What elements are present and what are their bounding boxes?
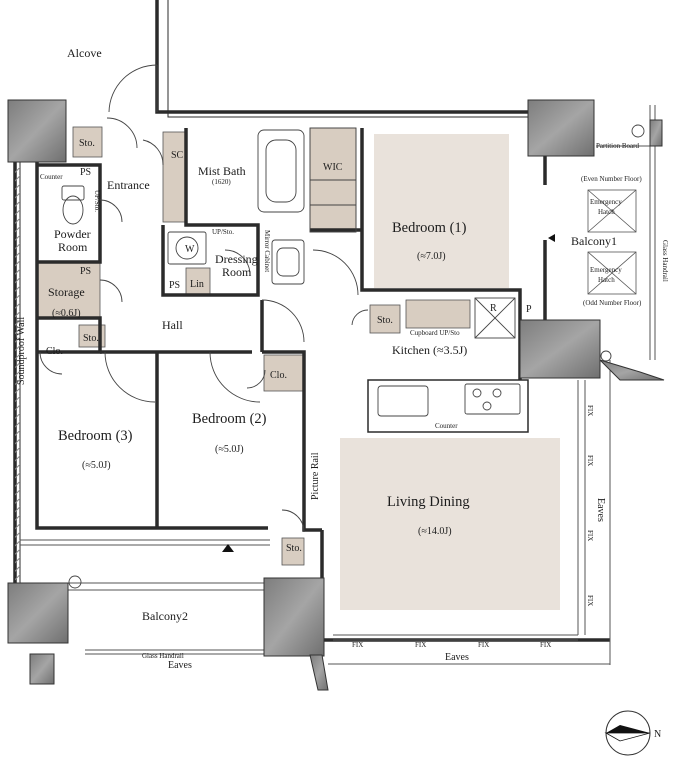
powder-room-label-2: Room [58, 240, 88, 254]
odd-floor-label: (Odd Number Floor) [583, 299, 642, 307]
ps-label-1: PS [80, 167, 91, 178]
fix-label-6: FIX [586, 455, 594, 466]
partition-board-label: Partition Board [596, 142, 639, 150]
north-label: N [654, 729, 661, 740]
fix-label-8: FIX [586, 595, 594, 606]
bedroom1-area-fill [374, 134, 509, 288]
clo-label-1: Clo. [46, 346, 63, 357]
lin-label: Lin [190, 279, 204, 290]
hall-label: Hall [162, 318, 183, 332]
living-dining-label: Living Dining [387, 494, 470, 510]
eaves-label-3: Eaves [595, 498, 606, 522]
cupboard-label: Cupboard UP/Sto [410, 329, 460, 337]
balcony1-label: Balcony1 [571, 234, 617, 248]
p-label: P [526, 304, 532, 315]
dressing-room-label-2: Room [222, 265, 252, 279]
storage-fills [37, 126, 471, 566]
fix-label-5: FIX [586, 405, 594, 416]
counter-label-1: Counter [40, 173, 63, 181]
mist-bath-size: (1620) [212, 178, 231, 186]
up-sto-label-1: UP/Sto. [93, 190, 101, 212]
picture-rail-label: Picture Rail [310, 452, 321, 500]
living-dining-area-fill [340, 438, 560, 610]
glass-handrail-label-1: Glass Handrail [661, 240, 669, 282]
structural-columns [7, 99, 665, 691]
fix-label-2: FIX [415, 641, 426, 649]
balcony2-label: Balcony2 [142, 609, 188, 623]
eaves-label-2: Eaves [445, 652, 469, 663]
balcony2-arrow-icon [222, 544, 234, 552]
bedroom2-area: (≈5.0J) [215, 444, 244, 455]
counter-label-2: Counter [435, 422, 458, 430]
sto-label-2: Sto. [83, 333, 99, 344]
exterior-lines [20, 105, 656, 665]
bedroom2-label: Bedroom (2) [192, 411, 267, 427]
hatch-label-2: Hatch [598, 276, 615, 284]
mist-bath-label: Mist Bath [198, 164, 246, 178]
w-label: W [185, 244, 195, 255]
even-floor-label: (Even Number Floor) [581, 175, 642, 183]
soundproof-wall-hatch [15, 165, 20, 583]
door-swings [39, 64, 369, 533]
r-label: R [490, 303, 497, 314]
fix-label-1: FIX [352, 641, 363, 649]
entrance-arrow-icon [548, 234, 555, 242]
mirror-cabinet-label: Mirror Cabinet [263, 230, 271, 272]
glass-handrail-label-2: Glass Handrail [142, 652, 184, 660]
storage-area: (≈0.6J) [52, 308, 81, 319]
ps-label-2: PS [80, 266, 91, 277]
fix-label-7: FIX [586, 530, 594, 541]
wic-label: WIC [323, 162, 343, 173]
emergency-label-2: Emergency [590, 266, 622, 274]
fix-label-4: FIX [540, 641, 551, 649]
north-compass-icon: N [604, 710, 661, 756]
bedroom1-label: Bedroom (1) [392, 220, 467, 236]
ps-label-3: PS [169, 280, 180, 291]
eaves-label-1: Eaves [168, 660, 192, 671]
hatch-label-1: Hatch [598, 208, 615, 216]
fix-label-3: FIX [478, 641, 489, 649]
up-sto-label-2: UP/Sto. [212, 228, 234, 236]
bedroom3-label: Bedroom (3) [58, 428, 133, 444]
storage-label: Storage [48, 285, 85, 299]
sc-label: SC [171, 150, 184, 161]
fixtures [61, 124, 645, 589]
sto-label-4: Sto. [286, 543, 302, 554]
clo-label-2: Clo. [270, 370, 287, 381]
bedroom3-area: (≈5.0J) [82, 460, 111, 471]
powder-room-label-1: Powder [54, 227, 91, 241]
sto-label-1: Sto. [79, 138, 95, 149]
soundproof-wall-label: Soundproof Wall [16, 317, 27, 385]
sto-label-3: Sto. [377, 315, 393, 326]
emergency-hatches [587, 189, 637, 295]
bedroom1-area: (≈7.0J) [417, 251, 446, 262]
alcove-label: Alcove [67, 46, 102, 60]
kitchen-label: Kitchen (≈3.5J) [392, 343, 467, 357]
dressing-room-label-1: Dressing [215, 252, 258, 266]
emergency-label-1: Emergency [590, 198, 622, 206]
entrance-label: Entrance [107, 178, 150, 192]
living-dining-area: (≈14.0J) [418, 526, 452, 537]
